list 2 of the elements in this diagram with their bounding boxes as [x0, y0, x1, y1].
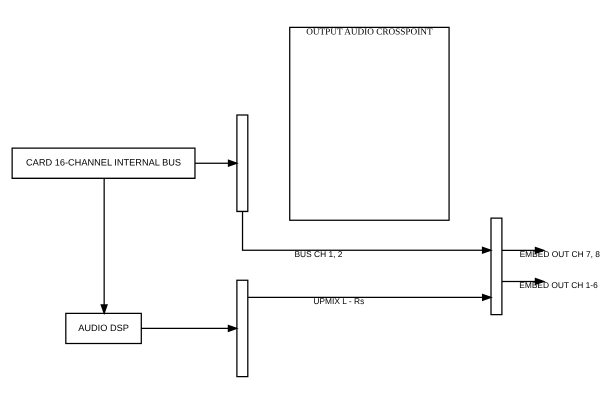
edge-label: BUS CH 1, 2: [294, 248, 342, 258]
edge-label: UPMIX L - Rs: [313, 296, 364, 306]
